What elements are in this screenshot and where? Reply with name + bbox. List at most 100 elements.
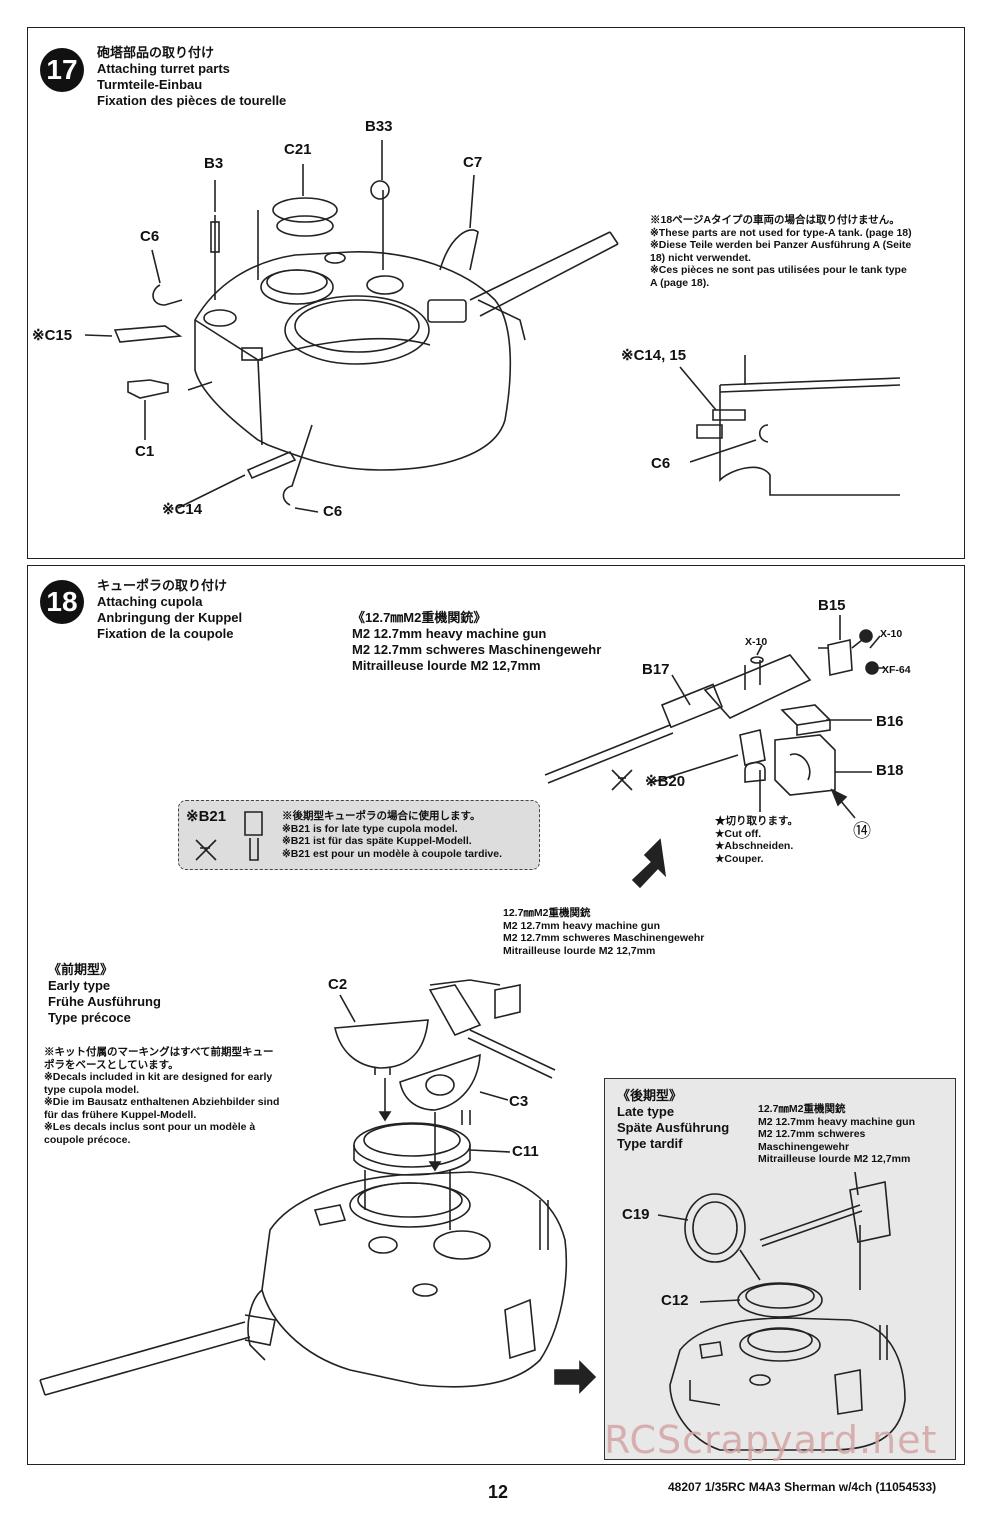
label-C3: C3 (509, 1093, 529, 1110)
step17-title-fr: Fixation des pièces de tourelle (97, 93, 287, 108)
label-C14-15: ※C14, 15 (621, 347, 687, 364)
note-line: ※These parts are not used for type-A tan… (650, 226, 912, 239)
mg-heading-fr: Mitrailleuse lourde M2 12,7mm (352, 658, 541, 673)
cutoff-note: ★切り取ります。 ★Cut off. ★Abschneiden. ★Couper… (715, 815, 798, 865)
early-type-heading: 《前期型》 Early type Frühe Ausführung Type p… (48, 962, 161, 1026)
b21-note-box (178, 800, 540, 870)
early-note-line: coupole précoce. (44, 1133, 131, 1146)
b21-line: ※B21 est pour un modèle à coupole tardiv… (282, 847, 503, 860)
late-heading-line: 《後期型》 (617, 1088, 683, 1103)
mg-heading: 《12.7㎜M2重機関銃》 M2 12.7mm heavy machine gu… (352, 610, 601, 674)
mg-small-line: M2 12.7mm heavy machine gun (503, 919, 660, 932)
early-heading-line: Type précoce (48, 1010, 131, 1025)
label-C19: C19 (622, 1206, 650, 1223)
step17-title-ja: 砲塔部品の取り付け (97, 45, 215, 60)
early-note-line: für das frühere Kuppel-Modell. (44, 1108, 197, 1121)
b21-note-text: ※後期型キューポラの場合に使用します。 ※B21 is for late typ… (282, 810, 502, 860)
step18-title-fr: Fixation de la coupole (97, 626, 234, 641)
early-note-line: ポラをベースとしています。 (44, 1058, 179, 1071)
label-ref14: ⑭ (853, 821, 871, 841)
note-line: ※Ces pièces ne sont pas utilisées pour l… (650, 264, 907, 276)
early-heading-line: Early type (48, 978, 111, 993)
step17-title: 砲塔部品の取り付け Attaching turret parts Turmtei… (97, 45, 286, 109)
step17-number: 17 (40, 48, 84, 92)
label-C15: ※C15 (32, 327, 73, 344)
step17-title-de: Turmteile-Einbau (97, 77, 203, 92)
label-B17: B17 (642, 661, 670, 678)
late-mg-line: M2 12.7mm schweres (758, 1128, 866, 1140)
label-C6-bottom: C6 (323, 503, 343, 520)
late-type-mg: 12.7㎜M2重機関銃 M2 12.7mm heavy machine gun … (758, 1103, 915, 1166)
cutoff-line: ★Abschneiden. (715, 840, 794, 852)
step17-panel (27, 27, 965, 559)
label-XF64: XF-64 (882, 664, 911, 676)
watermark: RCScrapyard.net (604, 1418, 938, 1462)
cutoff-line: ★切り取ります。 (715, 815, 798, 827)
mg-heading-ja: 《12.7㎜M2重機関銃》 (352, 610, 487, 625)
early-note-line: ※Decals included in kit are designed for… (44, 1071, 273, 1083)
step18-title-de: Anbringung der Kuppel (97, 610, 243, 625)
label-B21: ※B21 (186, 808, 227, 825)
label-C12: C12 (661, 1292, 689, 1309)
late-heading-line: Late type (617, 1104, 675, 1119)
label-C11: C11 (512, 1143, 539, 1160)
label-C21: C21 (284, 141, 312, 158)
late-heading-line: Type tardif (617, 1136, 683, 1151)
late-mg-line: 12.7㎜M2重機関銃 (758, 1103, 846, 1115)
early-note-line: ※Die im Bausatz enthaltenen Abziehbilder… (44, 1096, 280, 1108)
mg-heading-en: M2 12.7mm heavy machine gun (352, 626, 547, 641)
late-mg-line: M2 12.7mm heavy machine gun (758, 1115, 915, 1128)
label-B3: B3 (204, 155, 224, 172)
mg-small-line: 12.7㎜M2重機関銃 (503, 907, 591, 919)
b21-line: ※B21 ist für das späte Kuppel-Modell. (282, 835, 472, 847)
mg-small-line: M2 12.7mm schweres Maschinengewehr (503, 932, 705, 944)
step18-title-ja: キューポラの取り付け (97, 578, 228, 593)
note-line: ※18ページAタイプの車両の場合は取り付けません。 (650, 214, 900, 226)
label-C6-detail: C6 (651, 455, 671, 472)
early-note-line: ※Les decals inclus sont pour un modèle à (44, 1121, 256, 1133)
early-heading-line: Frühe Ausführung (48, 994, 161, 1009)
label-B20: ※B20 (645, 773, 686, 790)
label-X10-b: X-10 (880, 628, 903, 640)
early-note-line: ※キット付属のマーキングはすべて前期型キュー (44, 1046, 274, 1058)
b21-line: ※後期型キューポラの場合に使用します。 (282, 810, 481, 822)
step17-note: ※18ページAタイプの車両の場合は取り付けません。 ※These parts a… (650, 214, 912, 289)
late-mg-line: Mitrailleuse lourde M2 12,7mm (758, 1153, 911, 1165)
b21-line: ※B21 is for late type cupola model. (282, 822, 458, 835)
label-C1: C1 (135, 443, 155, 460)
note-line: A (page 18). (650, 276, 710, 289)
cutoff-line: ★Couper. (715, 852, 764, 865)
mg-heading-de: M2 12.7mm schweres Maschinengewehr (352, 642, 602, 657)
label-B18: B18 (876, 762, 904, 779)
late-type-box (604, 1078, 956, 1460)
label-X10-a: X-10 (745, 636, 768, 648)
late-mg-line: Maschinengewehr (758, 1140, 850, 1153)
early-type-note: ※キット付属のマーキングはすべて前期型キュー ポラをベースとしています。 ※De… (44, 1046, 279, 1146)
label-C2: C2 (328, 976, 348, 993)
label-B15: B15 (818, 597, 846, 614)
cutoff-line: ★Cut off. (715, 827, 762, 840)
label-C14: ※C14 (162, 501, 203, 518)
label-C6-top: C6 (140, 228, 160, 245)
step18-title-en: Attaching cupola (97, 594, 203, 609)
label-C7: C7 (463, 154, 483, 171)
early-heading-line: 《前期型》 (48, 962, 114, 977)
step18-number: 18 (40, 580, 84, 624)
step17-title-en: Attaching turret parts (97, 61, 230, 76)
label-B16: B16 (876, 713, 904, 730)
step18-title: キューポラの取り付け Attaching cupola Anbringung d… (97, 578, 242, 642)
late-heading-line: Späte Ausführung (617, 1120, 730, 1135)
mg-small-line: Mitrailleuse lourde M2 12,7mm (503, 944, 656, 957)
page-number: 12 (488, 1482, 509, 1502)
note-line: 18) nicht verwendet. (650, 251, 751, 264)
late-type-heading: 《後期型》 Late type Späte Ausführung Type ta… (617, 1088, 729, 1152)
note-line: ※Diese Teile werden bei Panzer Ausführun… (650, 239, 912, 251)
label-B33: B33 (365, 118, 393, 135)
early-note-line: type cupola model. (44, 1083, 140, 1096)
product-footer: 48207 1/35RC M4A3 Sherman w/4ch (1105453… (668, 1480, 937, 1494)
